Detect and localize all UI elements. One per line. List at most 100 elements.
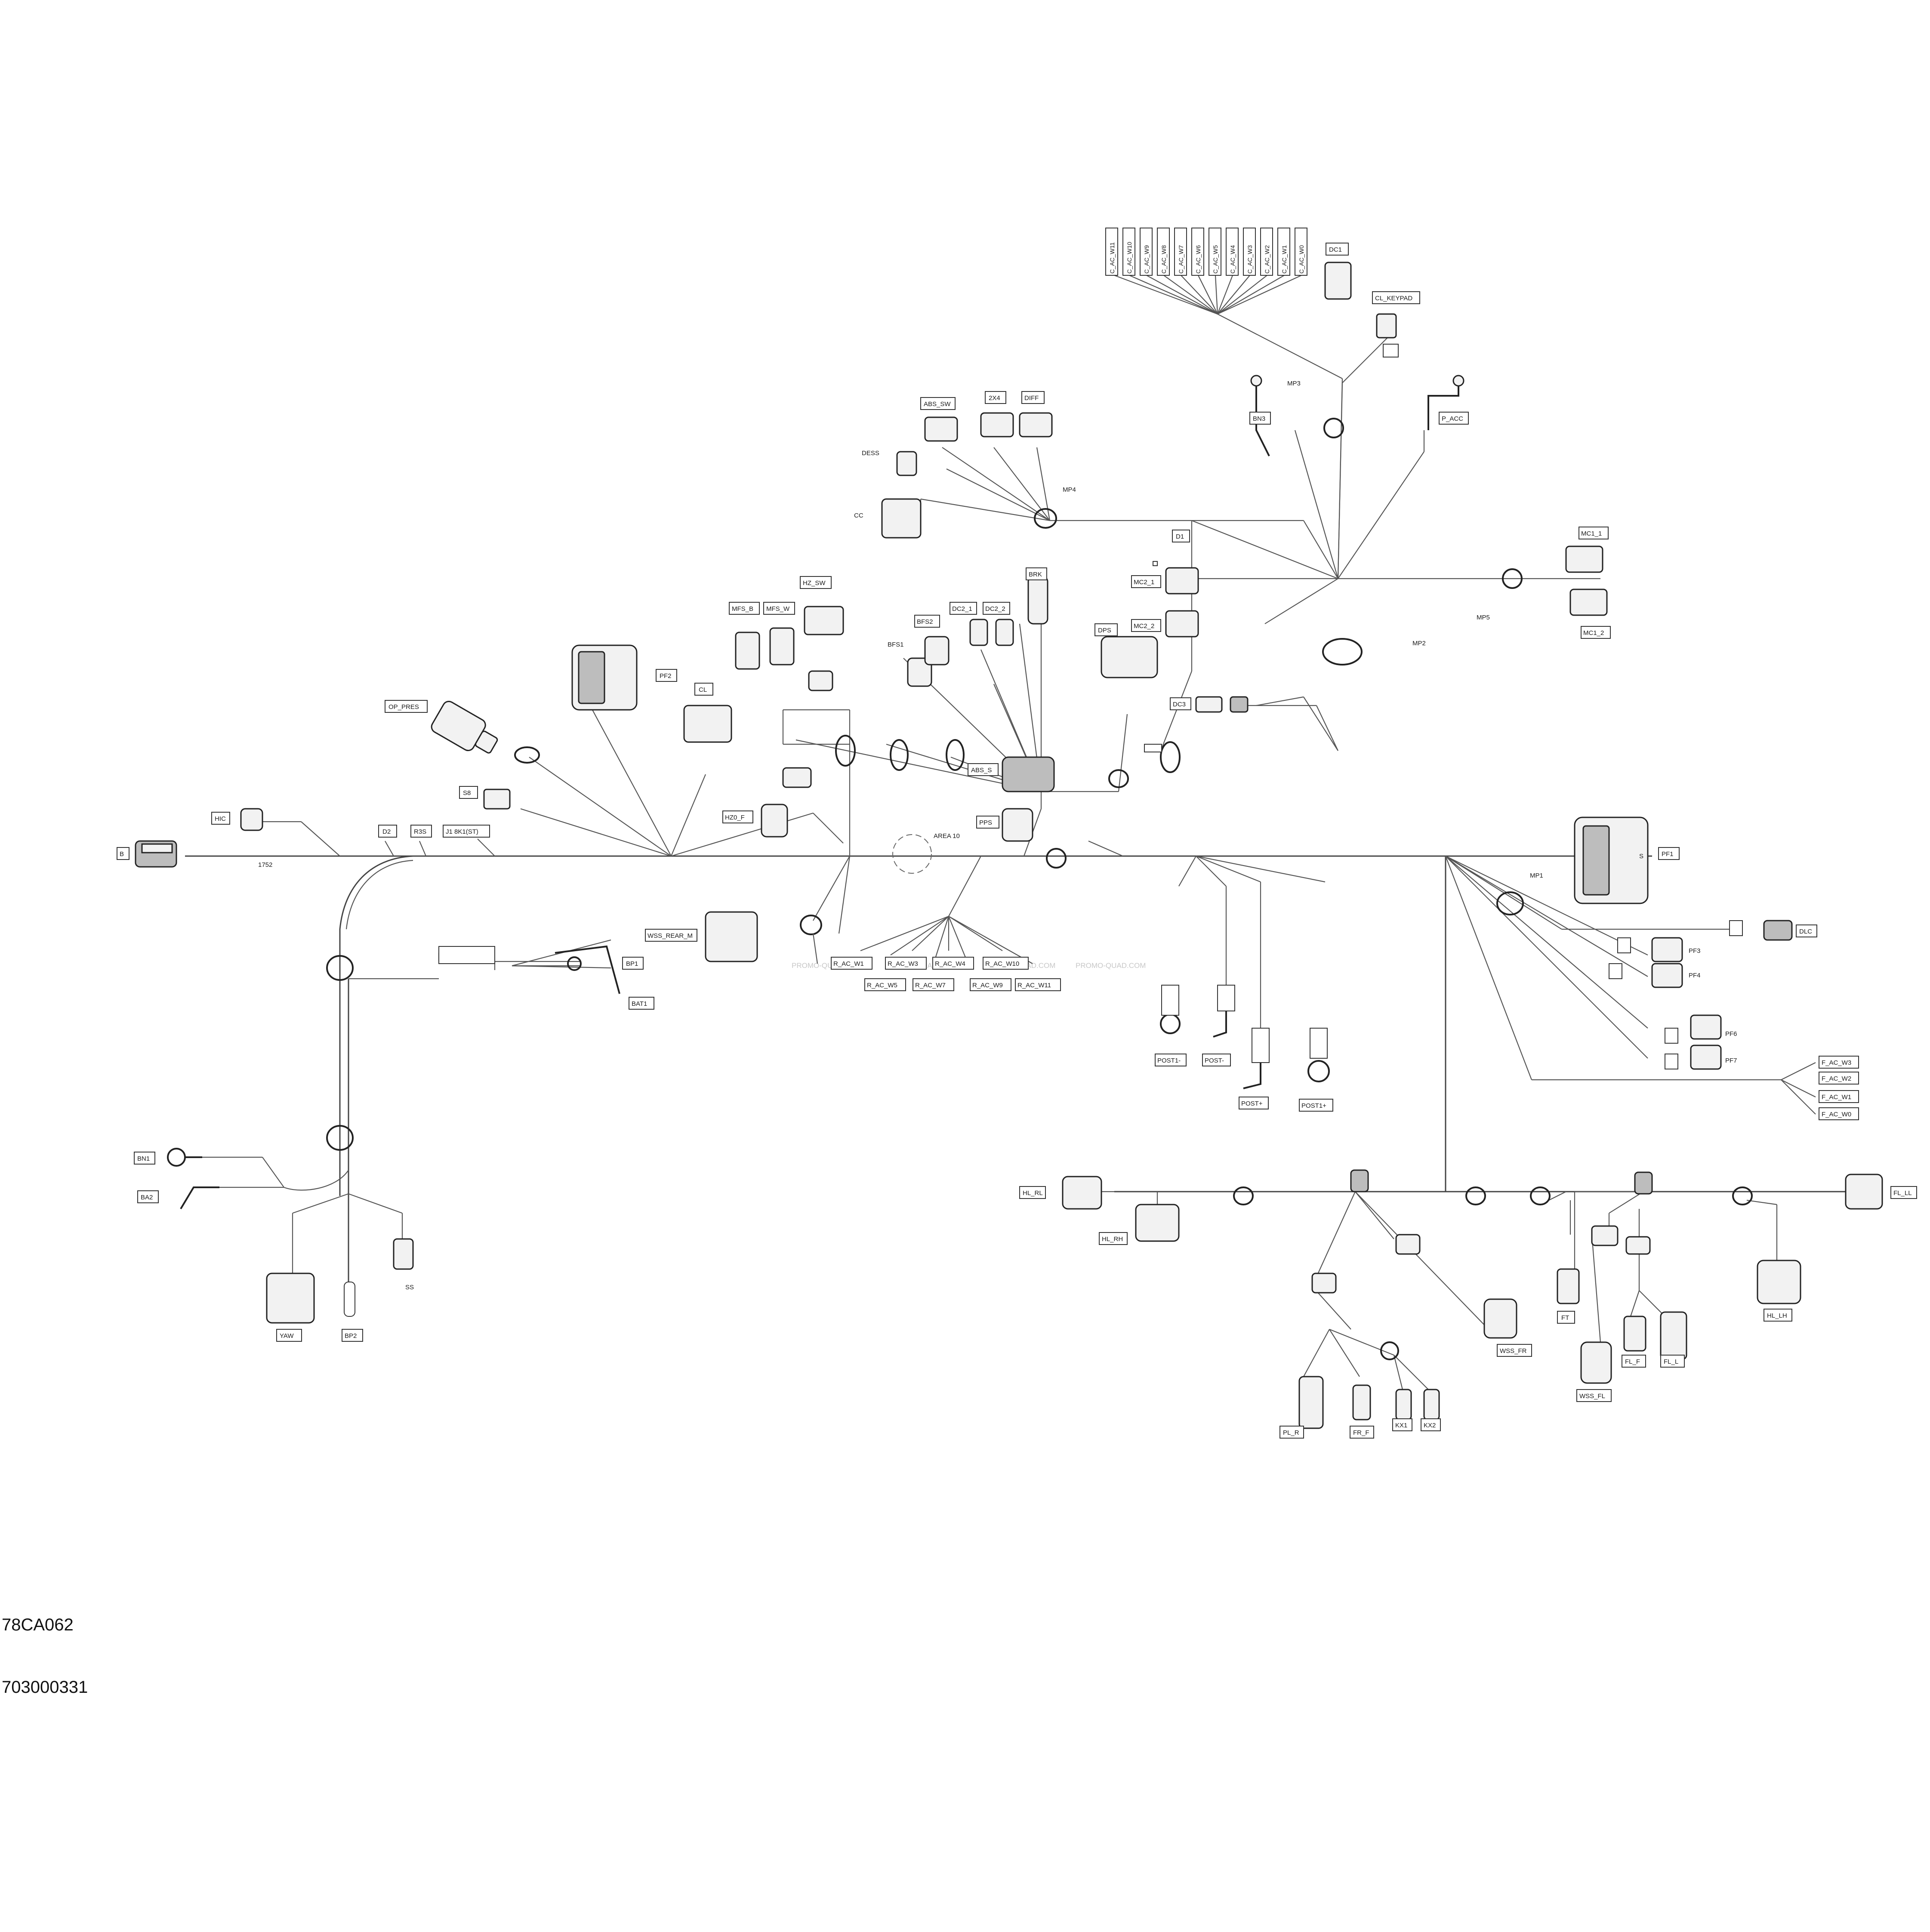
label-hl-rl: HL_RL [1023, 1189, 1043, 1197]
post-plus-terminal [1243, 1063, 1261, 1089]
harness-clip [1046, 848, 1067, 869]
label-pl-r: PL_R [1283, 1429, 1299, 1436]
label-pf1: PF1 [1662, 850, 1674, 858]
wss-fl-sensor [1580, 1341, 1612, 1384]
pl-r-connector [1298, 1376, 1324, 1429]
label-c-ac-w2: C_AC_W2 [1264, 245, 1270, 274]
pf4-connector [1651, 963, 1683, 988]
label-box [1658, 847, 1680, 860]
label-abs-s: ABS_S [971, 767, 992, 774]
label-kx2: KX2 [1424, 1422, 1436, 1429]
label-box [1622, 1355, 1646, 1368]
label-brk: BRK [1029, 571, 1042, 578]
label-d2: D2 [382, 828, 391, 835]
label-hl-lh: HL_LH [1767, 1312, 1787, 1319]
label-box [1819, 1090, 1859, 1103]
label-post-plus: POST+ [1241, 1100, 1263, 1107]
harness-clip [1380, 1341, 1399, 1360]
cl-keypad-connector [1376, 313, 1397, 339]
label-box [1557, 1311, 1575, 1324]
harness-clip [1732, 1186, 1753, 1205]
branch [262, 1157, 349, 1191]
label-box [1260, 228, 1273, 276]
harness-clip [800, 915, 822, 935]
branch [860, 915, 949, 952]
label-bfs2: BFS2 [917, 618, 933, 626]
label-r-ac-w1: R_AC_W1 [833, 960, 864, 968]
label-r-ac-w9: R_AC_W9 [972, 982, 1003, 989]
c-ac-label-row: C_AC_W11 C_AC_W10 C_AC_W9 C_AC_W8 C_AC_W… [1105, 228, 1307, 276]
label-box [970, 978, 1011, 991]
label-pf3: PF3 [1689, 947, 1701, 955]
bat-branch [512, 965, 611, 969]
label-tag [1665, 1054, 1678, 1069]
label-box [342, 1329, 363, 1342]
label-box [378, 825, 397, 838]
post1-plus-sleeve [1310, 1028, 1328, 1059]
label-abs-sw: ABS_SW [924, 401, 951, 408]
branch [1217, 275, 1250, 314]
dc2-1-connector [969, 619, 988, 646]
branch [1217, 275, 1233, 314]
label-mc1-2: MC1_2 [1583, 629, 1604, 637]
hz-connector [782, 767, 812, 788]
label-pf1-s: S [1639, 853, 1643, 860]
label-box [211, 812, 230, 825]
label-c-ac-w5: C_AC_W5 [1212, 245, 1219, 274]
label-c-ac-w0: C_AC_W0 [1298, 245, 1305, 274]
label-r-ac-w11: R_AC_W11 [1017, 982, 1051, 989]
branch [1303, 696, 1338, 751]
pf7-connector [1690, 1045, 1722, 1070]
hz0-f-connector [761, 804, 788, 838]
label-box [1019, 1186, 1046, 1199]
branch [1217, 314, 1343, 379]
branch [1329, 1328, 1394, 1356]
label-cc: CC [854, 512, 863, 519]
label-b: B [120, 850, 124, 858]
harness-clip [1160, 741, 1181, 773]
label-fl-ll: FL_LL [1893, 1189, 1912, 1197]
branch [1445, 856, 1648, 1029]
label-box [1764, 1309, 1792, 1322]
label-wss-fl: WSS_FL [1579, 1393, 1605, 1400]
label-f-ac-w2: F_AC_W2 [1822, 1075, 1851, 1082]
branch [1329, 1329, 1360, 1377]
branch [1088, 840, 1123, 857]
branch [948, 916, 1033, 964]
b-connector-latch [141, 843, 173, 854]
label-box [913, 978, 954, 991]
label-c-ac-w6: C_AC_W6 [1195, 245, 1202, 274]
label-box [1295, 228, 1307, 276]
label-ss: SS [405, 1284, 414, 1291]
front-splice-connector [1395, 1234, 1421, 1255]
branch [1342, 335, 1390, 383]
branch [1548, 1191, 1566, 1201]
branch [942, 447, 1050, 521]
label-c-ac-w4: C_AC_W4 [1229, 245, 1236, 274]
label-box [1122, 228, 1135, 276]
area-10-marker [892, 834, 932, 874]
connector-labels: B 1752 HIC D2 R3S J1 8K1(ST) S8 OP_PRES … [117, 228, 1917, 1439]
label-dps: DPS [1098, 627, 1111, 634]
label-box [1170, 697, 1191, 710]
branch [1294, 430, 1339, 579]
branch [1312, 1286, 1351, 1330]
ss-connector [393, 1238, 414, 1270]
label-bfs1: BFS1 [888, 641, 904, 648]
label-cl: CL [699, 686, 707, 693]
label-mfs-b: MFS_B [732, 605, 753, 613]
label-tag [1153, 561, 1158, 566]
label-op-pres: OP_PRES [388, 703, 419, 711]
branch [1196, 855, 1326, 883]
post-minus-sleeve [1217, 985, 1235, 1011]
label-f-ac-w3: F_AC_W3 [1822, 1059, 1851, 1066]
label-pf4: PF4 [1689, 972, 1701, 979]
label-box [1439, 412, 1469, 425]
label-dc1: DC1 [1329, 246, 1342, 253]
dc3-connector [1195, 696, 1223, 713]
label-pf2: PF2 [660, 672, 672, 680]
drawing-code: 78CA062 [2, 1615, 74, 1634]
branch [1630, 1290, 1640, 1317]
branch [292, 1193, 349, 1214]
branch [301, 821, 340, 857]
